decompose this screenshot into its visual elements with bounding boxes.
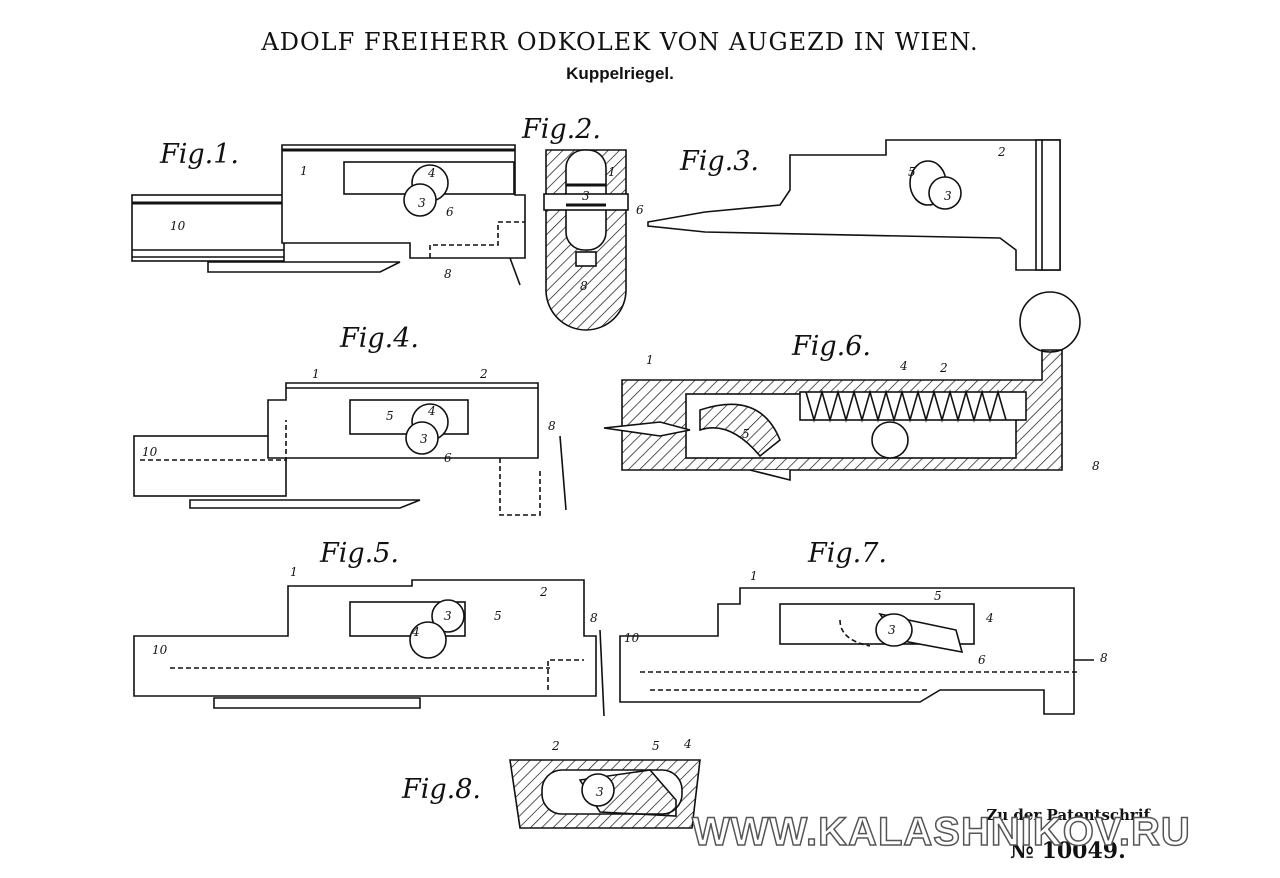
figure-3: Fig.3. — [647, 139, 1061, 271]
figure-1: Fig.1. — [131, 139, 526, 286]
part-label: 5 — [742, 427, 750, 441]
part-label: 2 — [997, 145, 1006, 159]
figure-2-caption: Fig.2. — [521, 114, 601, 145]
part-label: 8 — [548, 419, 556, 433]
part-label: 1 — [312, 367, 320, 381]
figure-7-labels: 1 5 4 3 6 10 8 — [624, 569, 1108, 667]
part-label: 3 — [420, 432, 428, 446]
part-label: 3 — [418, 196, 426, 210]
part-label: 2 — [551, 739, 560, 753]
part-label: 4 — [427, 404, 436, 418]
site-watermark: WWW.KALASHNIKOV.RU — [691, 809, 1191, 855]
figure-3-caption: Fig.3. — [679, 146, 759, 177]
figure-7-caption: Fig.7. — [807, 538, 887, 569]
figure-1-labels: 1 10 4 3 6 8 — [170, 164, 454, 281]
figure-8-labels: 2 5 4 3 — [551, 737, 692, 799]
figure-6: Fig.6. — [603, 291, 1081, 482]
figure-5-caption: Fig.5. — [319, 538, 399, 569]
part-label: 6 — [444, 451, 452, 465]
part-label: 5 — [494, 609, 502, 623]
figure-4-caption: Fig.4. — [339, 323, 419, 354]
figure-8-caption: Fig.8. — [401, 774, 481, 805]
part-label: 3 — [444, 609, 452, 623]
part-label: 4 — [411, 625, 420, 639]
part-label: 8 — [580, 279, 588, 293]
patent-subtitle: Kuppelriegel. — [566, 64, 674, 83]
part-label: 10 — [624, 631, 640, 645]
figure-5: Fig.5. — [133, 538, 605, 717]
part-label: 1 — [290, 565, 298, 579]
part-label: 2 — [479, 367, 488, 381]
part-label: 2 — [539, 585, 548, 599]
figure-8: Fig.8. — [401, 759, 701, 829]
part-label: 6 — [446, 205, 454, 219]
part-label: 5 — [652, 739, 660, 753]
part-label: 8 — [444, 267, 452, 281]
part-label: 4 — [899, 359, 908, 373]
part-label: 3 — [582, 189, 590, 203]
part-label: 8 — [590, 611, 598, 625]
figure-4-labels: 1 2 10 5 4 3 6 8 — [142, 367, 556, 465]
part-label: 4 — [985, 611, 994, 625]
part-label: 3 — [944, 189, 952, 203]
patent-reference-text: Zu der Patentschrif — [986, 806, 1150, 824]
part-label: 10 — [142, 445, 158, 459]
part-label: 5 — [934, 589, 942, 603]
figure-7: Fig.7. — [619, 538, 1094, 715]
figure-2: Fig.2. — [521, 114, 629, 331]
part-label: 4 — [427, 166, 436, 180]
part-label: 1 — [300, 164, 308, 178]
patent-title: ADOLF FREIHERR ODKOLEK VON AUGEZD IN WIE… — [261, 28, 979, 56]
figure-2-labels: 1 3 6 8 — [580, 165, 644, 293]
part-label: 10 — [152, 643, 168, 657]
part-label: 6 — [636, 203, 644, 217]
part-label: 4 — [683, 737, 692, 751]
part-label: 1 — [646, 353, 654, 367]
patent-number: № 10049. — [1010, 838, 1126, 864]
part-label: 2 — [939, 361, 948, 375]
part-label: 5 — [908, 165, 916, 179]
part-label: 3 — [888, 623, 896, 637]
figure-1-caption: Fig.1. — [159, 139, 239, 170]
figure-6-caption: Fig.6. — [791, 331, 871, 362]
figure-4: Fig.4. — [133, 323, 567, 516]
part-label: 8 — [1100, 651, 1108, 665]
part-label: 1 — [608, 165, 616, 179]
figure-6-labels: 1 4 2 5 8 — [646, 353, 1100, 473]
part-label: 10 — [170, 219, 186, 233]
figure-5-labels: 1 2 10 3 4 5 8 — [152, 565, 598, 657]
part-label: 3 — [596, 785, 604, 799]
part-label: 6 — [978, 653, 986, 667]
part-label: 1 — [750, 569, 758, 583]
part-label: 5 — [386, 409, 394, 423]
figure-3-labels: 2 5 3 — [908, 145, 1006, 203]
part-label: 8 — [1092, 459, 1100, 473]
